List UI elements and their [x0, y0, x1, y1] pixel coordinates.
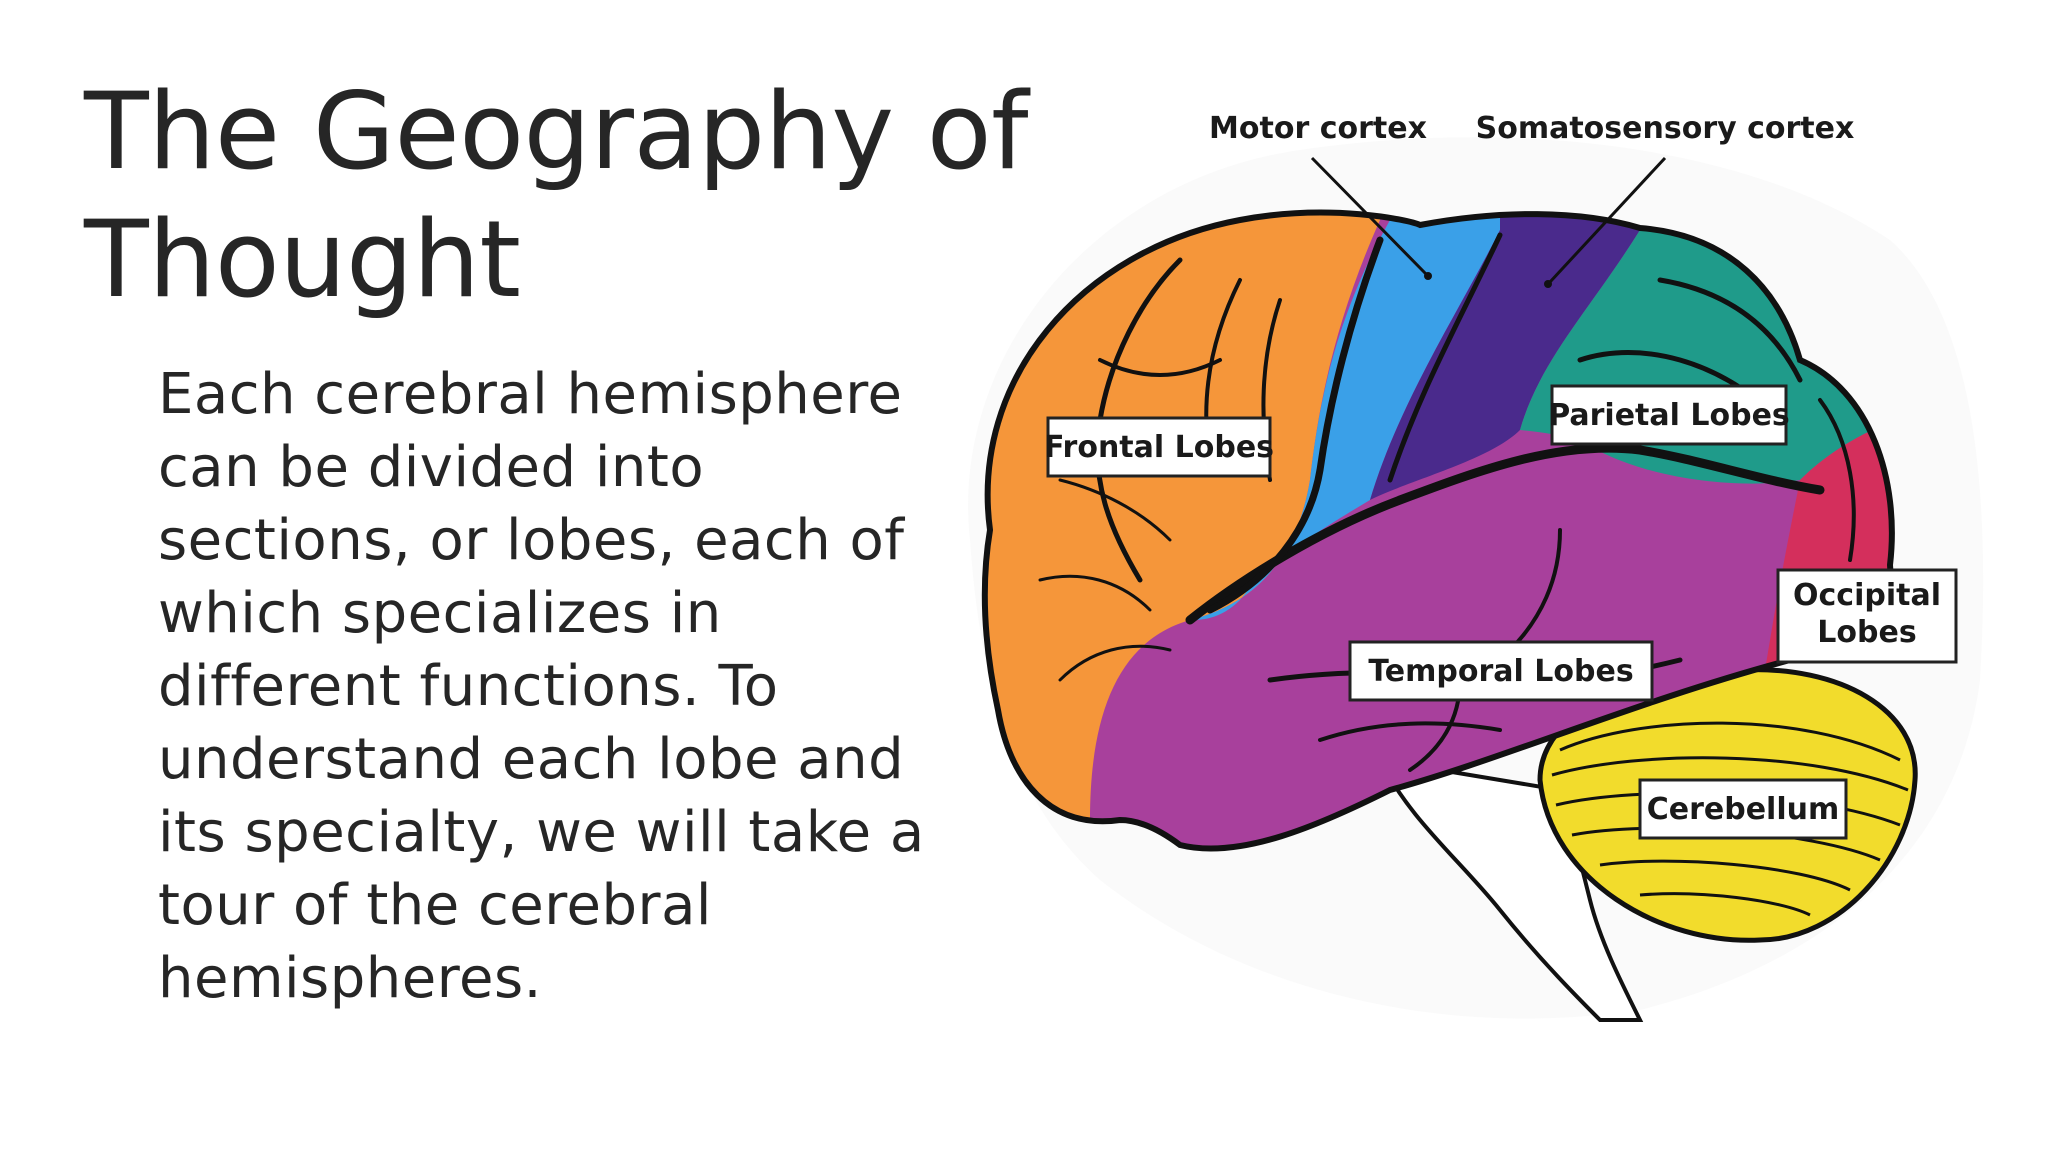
slide-title: The Geography of Thought	[84, 70, 1028, 321]
parietal-lobes-label-box: Parietal Lobes	[1548, 384, 1790, 446]
cerebellum-label-box: Cerebellum	[1638, 778, 1848, 840]
cerebellum-label: Cerebellum	[1647, 792, 1840, 827]
somatosensory-cortex-label: Somatosensory cortex	[1476, 111, 1855, 146]
occipital-lobes-label-box: Occipital Lobes	[1776, 568, 1958, 664]
motor-cortex-pointer-dot	[1424, 272, 1432, 280]
brain-diagram-svg: Motor cortex Somatosensory cortex Fronta…	[968, 111, 1984, 1022]
temporal-lobes-label-box: Temporal Lobes	[1348, 640, 1654, 702]
brain-diagram: Motor cortex Somatosensory cortex Fronta…	[940, 60, 2000, 1050]
frontal-lobes-label-box: Frontal Lobes	[1044, 416, 1274, 478]
frontal-lobes-label: Frontal Lobes	[1044, 430, 1274, 465]
somatosensory-pointer-line	[1548, 156, 1667, 284]
slide-body-text: Each cerebral hemisphere can be divided …	[158, 362, 925, 1011]
motor-cortex-label: Motor cortex	[1209, 111, 1427, 146]
parietal-lobes-label: Parietal Lobes	[1548, 398, 1790, 433]
temporal-lobes-label: Temporal Lobes	[1368, 654, 1633, 689]
motor-cortex-pointer-line	[1310, 156, 1428, 276]
somatosensory-pointer-dot	[1544, 280, 1552, 288]
occipital-lobes-label-line1: Occipital	[1793, 578, 1941, 613]
somatosensory-cortex-region	[1370, 212, 1640, 500]
occipital-lobes-label-line2: Lobes	[1817, 615, 1916, 650]
